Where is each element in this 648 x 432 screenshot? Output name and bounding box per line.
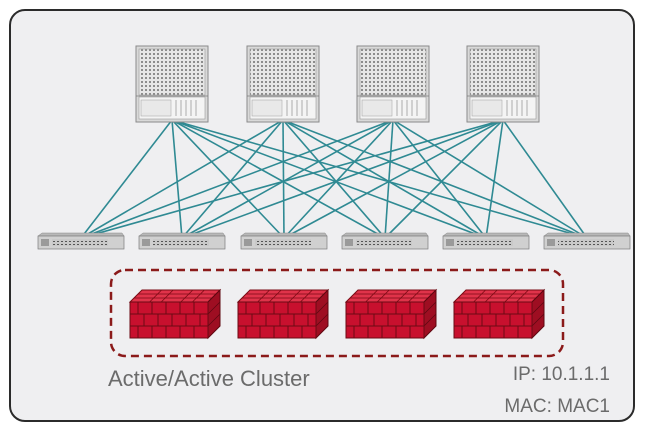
spine-leaf-link [181, 119, 394, 239]
ip-address-label: IP: 10.1.1.1 [512, 364, 610, 385]
spine-leaf-link [181, 119, 284, 239]
firewall-icon [128, 288, 222, 340]
spine-leaf-link [80, 119, 173, 239]
spine-leaf-link [171, 119, 386, 239]
spine-leaf-link [282, 119, 386, 239]
cluster-label: Active/Active Cluster [108, 366, 310, 391]
leaf-switch-icon [138, 232, 226, 250]
spine-leaf-link [282, 119, 487, 239]
spine-leaf-link [80, 119, 394, 239]
firewall-icon [452, 288, 546, 340]
spine-switch-icon [356, 45, 430, 123]
spine-leaf-link [171, 119, 285, 239]
spine-leaf-link [384, 119, 504, 239]
spine-leaf-link [80, 119, 504, 239]
spine-leaf-link [171, 119, 183, 239]
leaf-switch-group [37, 232, 631, 250]
spine-switch-icon [135, 45, 209, 123]
spine-switch-icon [246, 45, 320, 123]
spine-leaf-link [283, 119, 504, 239]
spine-leaf-link [171, 119, 487, 239]
spine-leaf-link [392, 119, 487, 239]
spine-leaf-link [392, 119, 588, 239]
mac-address-label: MAC: MAC1 [504, 396, 610, 417]
spine-leaf-link [171, 119, 588, 239]
leaf-switch-icon [543, 232, 631, 250]
leaf-switch-icon [341, 232, 429, 250]
link-group [80, 119, 588, 239]
spine-leaf-link [384, 119, 394, 239]
cluster-outline [109, 268, 565, 358]
firewall-icon [236, 288, 330, 340]
spine-leaf-link [282, 119, 588, 239]
spine-leaf-link [181, 119, 504, 239]
spine-leaf-link [485, 119, 504, 239]
leaf-switch-icon [37, 232, 125, 250]
firewall-icon [344, 288, 438, 340]
spine-leaf-link [282, 119, 285, 239]
spine-leaf-link [502, 119, 588, 239]
spine-switch-group [135, 45, 540, 123]
spine-leaf-link [80, 119, 284, 239]
firewall-group [128, 288, 546, 340]
spine-leaf-link [283, 119, 394, 239]
leaf-switch-icon [442, 232, 530, 250]
leaf-switch-icon [240, 232, 328, 250]
spine-switch-icon [466, 45, 540, 123]
